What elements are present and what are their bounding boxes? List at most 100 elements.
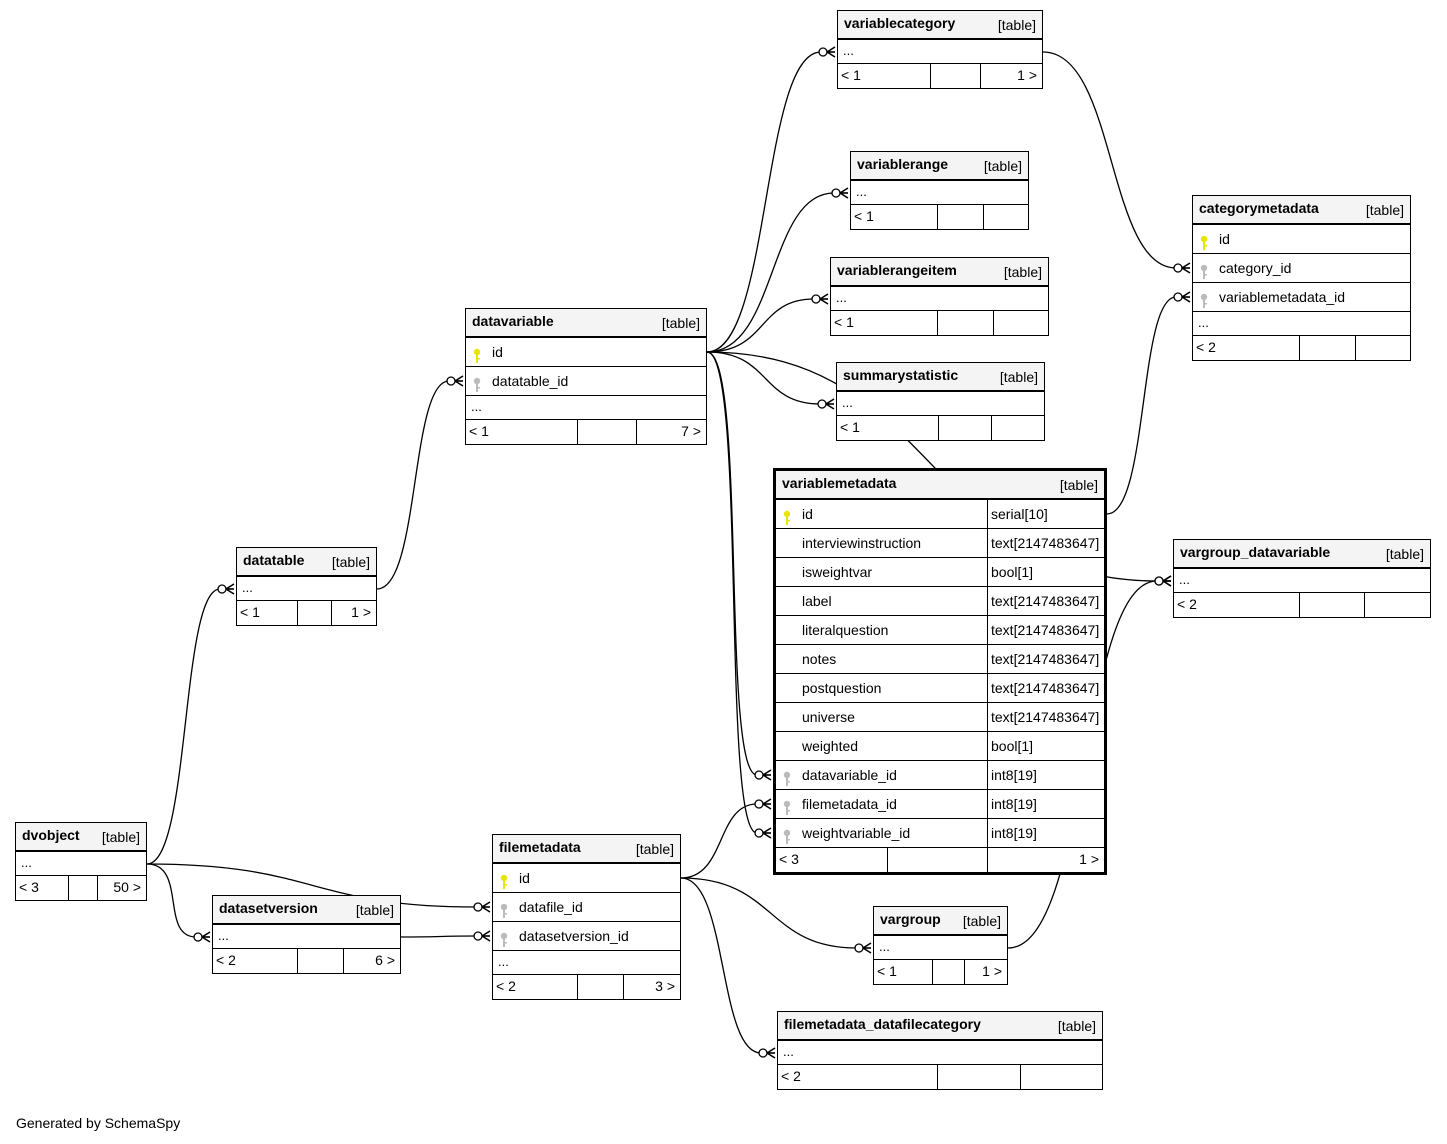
column-row[interactable]: category_id: [1193, 254, 1410, 283]
child-count[interactable]: [984, 205, 1028, 229]
table-name[interactable]: variablerangeitem: [837, 262, 957, 278]
table-name[interactable]: variablerange: [857, 156, 949, 172]
parent-count[interactable]: < 1: [837, 416, 939, 440]
relationship-counts: < 3 1 >: [776, 848, 1104, 872]
more-columns[interactable]: ...: [851, 181, 1028, 205]
more-columns[interactable]: ...: [1193, 312, 1410, 336]
more-columns[interactable]: ...: [493, 951, 680, 975]
child-count[interactable]: [992, 416, 1044, 440]
parent-count[interactable]: < 1: [838, 64, 931, 88]
optional-circle-icon: [754, 770, 764, 780]
column-row[interactable]: datatable_id: [466, 367, 706, 396]
table-dvobject[interactable]: dvobject [table]...< 3 50 >: [15, 822, 147, 901]
more-columns[interactable]: ...: [778, 1041, 1102, 1065]
child-count[interactable]: 7 >: [681, 423, 701, 439]
column-type: bool[1]: [987, 558, 1033, 586]
table-name[interactable]: summarystatistic: [843, 367, 959, 383]
table-filemetadata-datafilecategory[interactable]: filemetadata_datafilecategory [table]...…: [777, 1011, 1103, 1090]
column-row[interactable]: id: [466, 338, 706, 367]
parent-count[interactable]: < 2: [778, 1065, 938, 1089]
more-columns[interactable]: ...: [831, 287, 1048, 311]
parent-count[interactable]: < 1: [851, 205, 938, 229]
child-count[interactable]: 1 >: [1079, 851, 1099, 867]
table-datasetversion[interactable]: datasetversion [table]...< 2 6 >: [212, 895, 401, 974]
more-columns[interactable]: ...: [838, 40, 1042, 64]
column-row[interactable]: id: [493, 864, 680, 893]
child-count[interactable]: 50 >: [113, 879, 141, 895]
table-name[interactable]: categorymetadata: [1199, 200, 1319, 216]
column-name: id: [519, 870, 530, 886]
parent-count[interactable]: < 1: [874, 960, 933, 984]
table-name[interactable]: variablemetadata: [782, 475, 897, 491]
relationship-counts: < 1 1 >: [838, 64, 1042, 88]
table-name[interactable]: filemetadata: [499, 839, 581, 855]
parent-count[interactable]: < 2: [493, 975, 578, 999]
column-row[interactable]: datafile_id: [493, 893, 680, 922]
table-variablerangeitem[interactable]: variablerangeitem [table]...< 1: [830, 257, 1049, 336]
column-row[interactable]: variablemetadata_id: [1193, 283, 1410, 312]
child-count[interactable]: [994, 311, 1048, 335]
table-header: variablecategory [table]: [838, 11, 1042, 40]
table-name[interactable]: datavariable: [472, 313, 554, 329]
child-count[interactable]: 1 >: [1017, 67, 1037, 83]
parent-count[interactable]: < 2: [213, 949, 298, 973]
table-header: dvobject [table]: [16, 823, 146, 852]
more-columns[interactable]: ...: [1174, 569, 1430, 593]
more-columns[interactable]: ...: [874, 936, 1007, 960]
parent-count[interactable]: < 2: [1174, 593, 1300, 617]
parent-count[interactable]: < 3: [16, 876, 69, 900]
parent-count[interactable]: < 3: [776, 848, 888, 872]
table-vargroup-datavariable[interactable]: vargroup_datavariable [table]...< 2: [1173, 539, 1431, 618]
more-columns[interactable]: ...: [237, 577, 376, 601]
table-name[interactable]: datasetversion: [219, 900, 318, 916]
child-count[interactable]: 1 >: [351, 604, 371, 620]
child-count[interactable]: [1021, 1065, 1102, 1089]
table-name[interactable]: vargroup_datavariable: [1180, 544, 1331, 560]
relationship-edge: [680, 877, 872, 954]
table-variablerange[interactable]: variablerange [table]...< 1: [850, 151, 1029, 230]
table-name[interactable]: dvobject: [22, 827, 80, 843]
crows-foot-icon: [1181, 291, 1191, 303]
more-columns[interactable]: ...: [466, 396, 706, 420]
child-count[interactable]: [1365, 593, 1430, 617]
parent-count[interactable]: < 2: [1193, 336, 1300, 360]
more-columns[interactable]: ...: [213, 925, 400, 949]
more-columns[interactable]: ...: [16, 852, 146, 876]
parent-count[interactable]: < 1: [237, 601, 298, 625]
table-datatable[interactable]: datatable [table]...< 1 1 >: [236, 547, 377, 626]
parent-count[interactable]: < 1: [466, 420, 578, 444]
table-name[interactable]: filemetadata_datafilecategory: [784, 1016, 981, 1032]
table-variablecategory[interactable]: variablecategory [table]...< 1 1 >: [837, 10, 1043, 89]
child-count[interactable]: 3 >: [655, 978, 675, 994]
primary-key-icon: [782, 507, 792, 525]
parent-count[interactable]: < 1: [831, 311, 938, 335]
more-columns[interactable]: ...: [837, 392, 1044, 416]
column-row[interactable]: id: [1193, 225, 1410, 254]
child-count[interactable]: 1 >: [982, 963, 1002, 979]
child-count[interactable]: 6 >: [375, 952, 395, 968]
table-name[interactable]: variablecategory: [844, 15, 956, 31]
column-row[interactable]: datasetversion_id: [493, 922, 680, 951]
table-name[interactable]: vargroup: [880, 911, 941, 927]
table-summarystatistic[interactable]: summarystatistic [table]...< 1: [836, 362, 1045, 441]
column-name: weighted: [802, 738, 859, 754]
table-vargroup[interactable]: vargroup [table]...< 1 1 >: [873, 906, 1008, 985]
table-name[interactable]: datatable: [243, 552, 305, 568]
child-count[interactable]: [1356, 336, 1410, 360]
